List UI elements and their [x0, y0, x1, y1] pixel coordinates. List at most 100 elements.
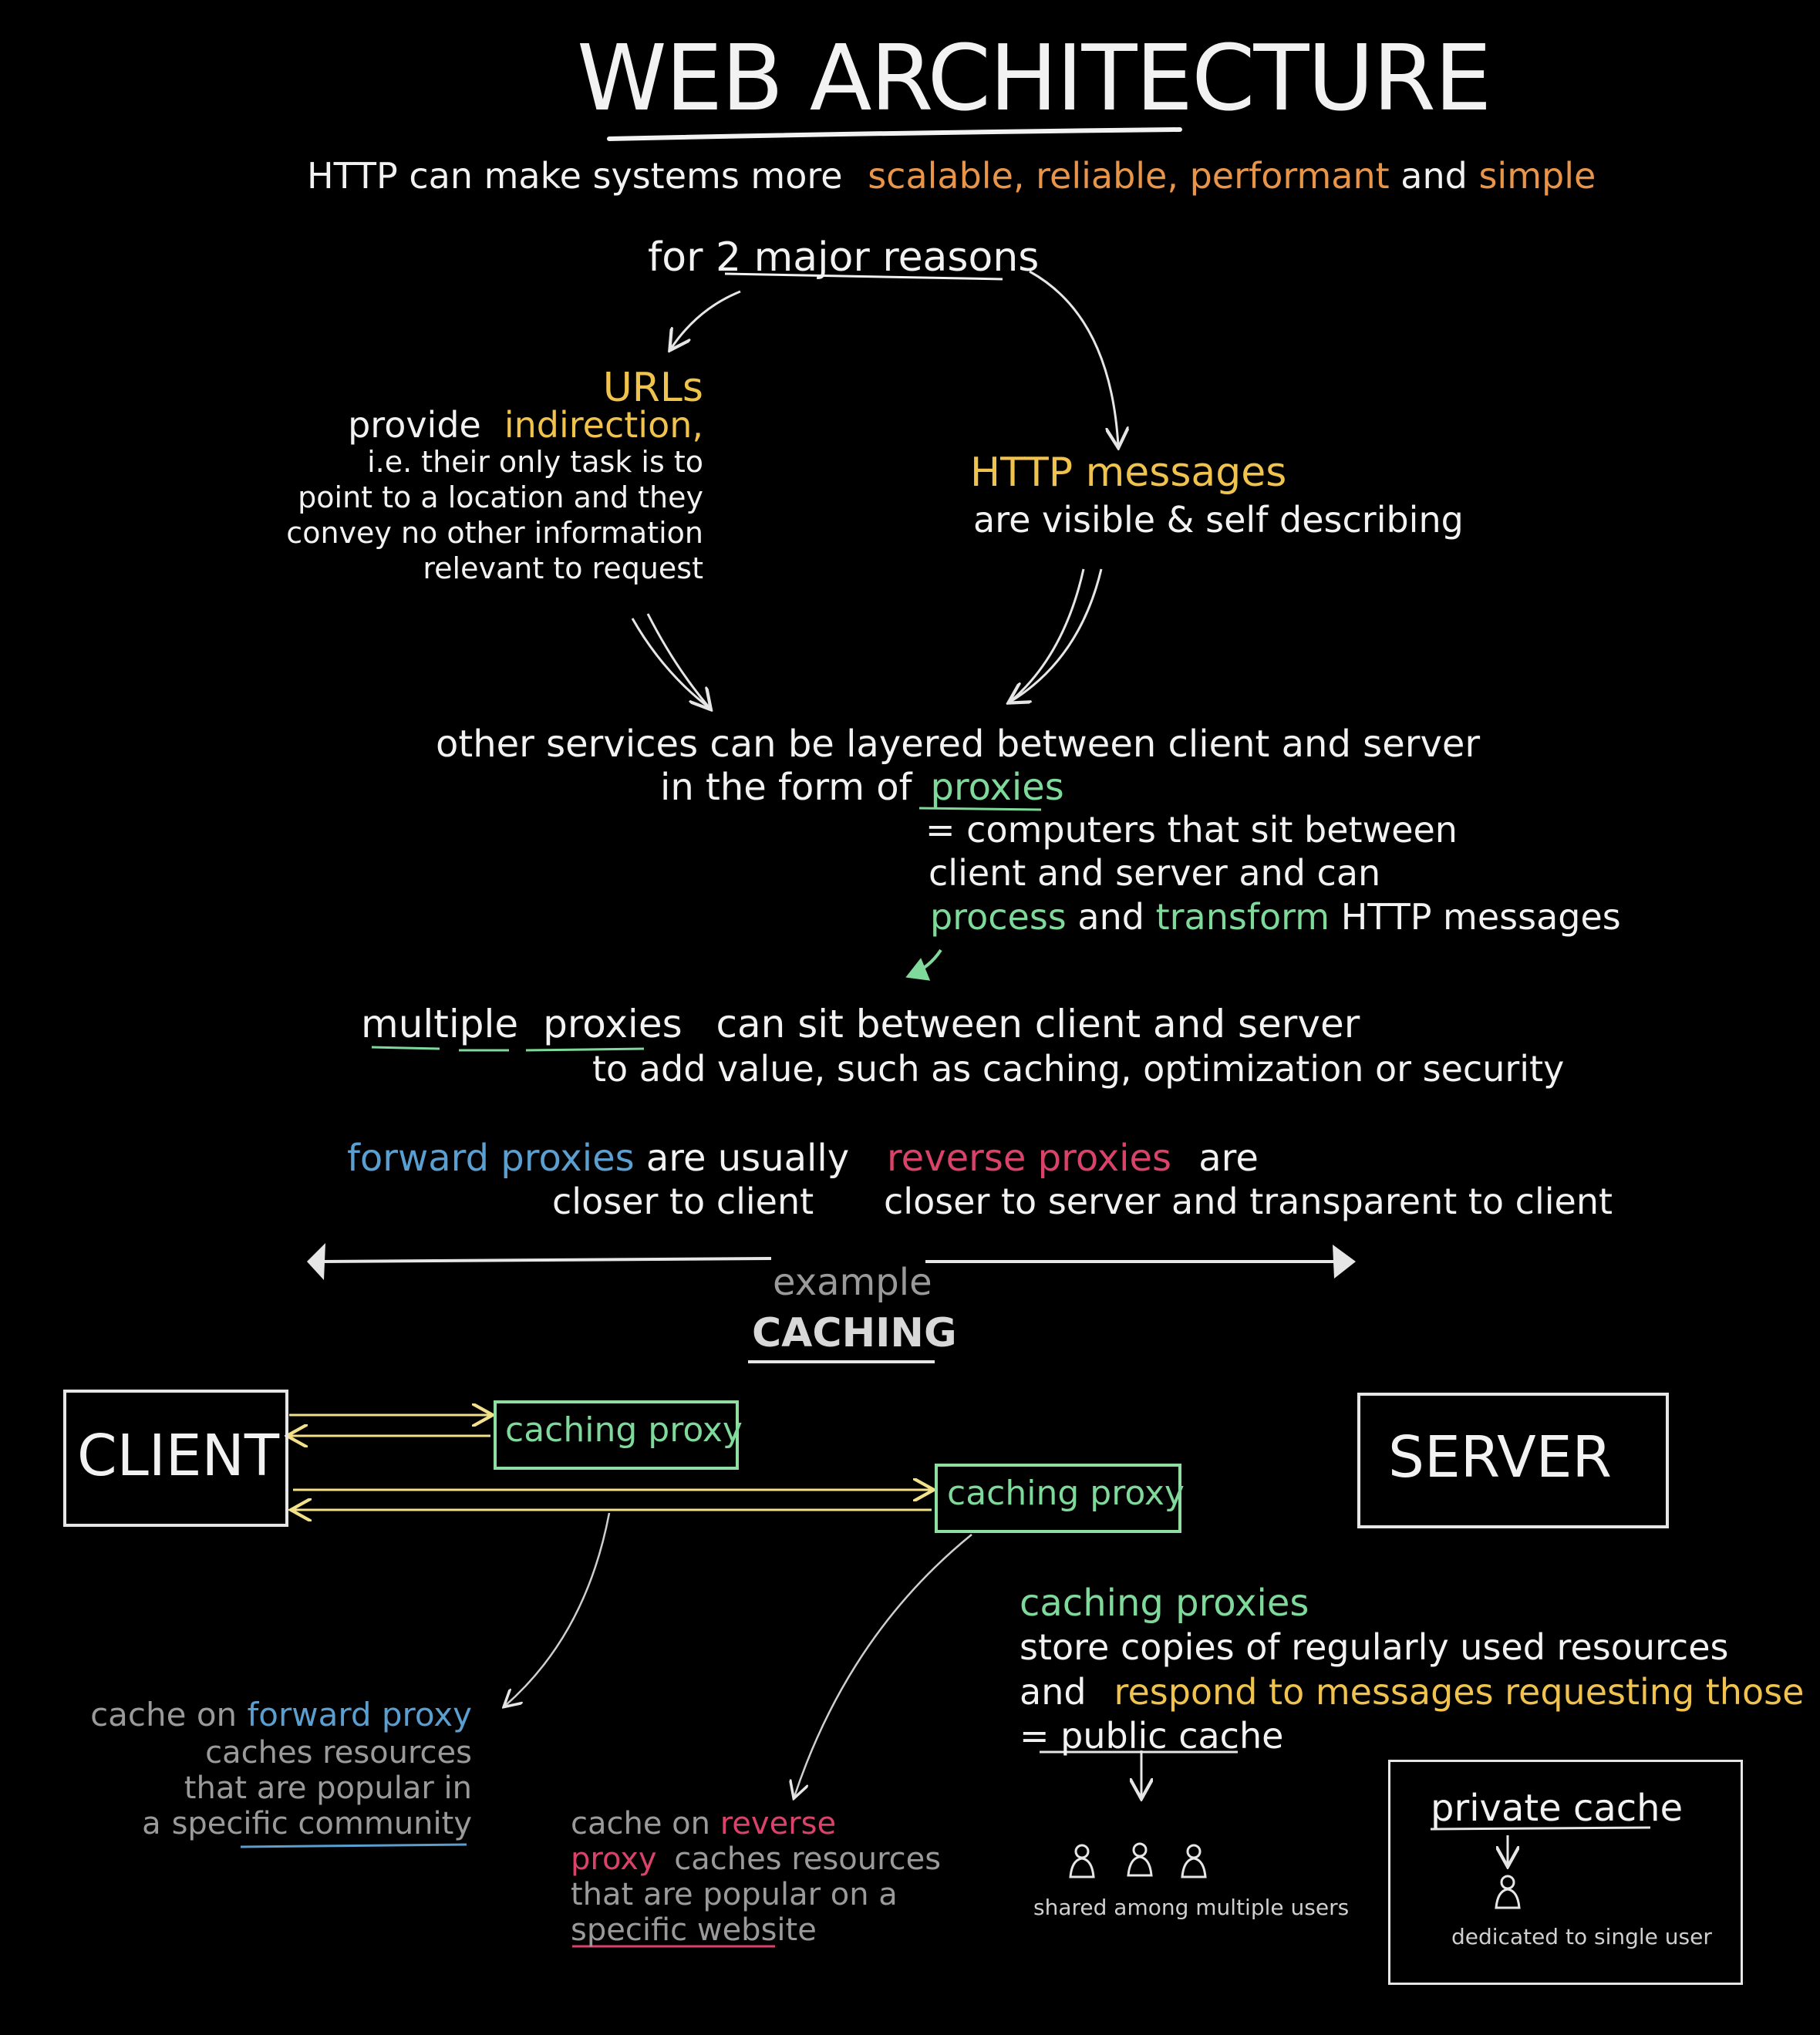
forward-note-line4: a specific community: [142, 1806, 472, 1841]
caching-proxies-line2: store copies of regularly used resources: [1020, 1626, 1729, 1668]
reverse-note-line1: cache on reverse: [571, 1806, 836, 1841]
reverse-note-cache-on: cache on: [571, 1806, 710, 1841]
private-cache-heading: private cache: [1431, 1787, 1684, 1830]
forward-note-forward-proxy: forward proxy: [247, 1696, 473, 1733]
caching-proxy-box-2: [935, 1464, 1181, 1533]
proxies2-underline: [525, 1047, 645, 1052]
intro-text: HTTP can make systems more: [307, 155, 843, 197]
user-icon: [1495, 1875, 1521, 1909]
urls-line4: convey no other information: [286, 516, 703, 550]
reasons-underline: [724, 272, 1003, 281]
multiple-line2: to add value, such as caching, optimizat…: [592, 1048, 1565, 1090]
example-name: CACHING: [752, 1310, 957, 1356]
arrow-to-multiple: [905, 948, 942, 981]
reasons-text: for 2 major reasons: [648, 234, 1040, 281]
services-and: and: [1077, 896, 1144, 938]
intro-and: and: [1400, 155, 1468, 197]
urls-line1: provide indirection,: [348, 405, 703, 446]
services-transform: transform: [1155, 896, 1330, 938]
multiple-underline: [371, 1046, 509, 1052]
server-box: [1357, 1393, 1669, 1528]
intro-line: HTTP can make systems more scalable, rel…: [307, 156, 1596, 197]
spectrum-line-left: [319, 1257, 772, 1263]
caching-proxy-label-1: caching proxy: [505, 1410, 743, 1450]
intro-simple: simple: [1478, 155, 1596, 197]
arrow-http-to-services-b: [1010, 568, 1103, 702]
arrow-to-urls: [671, 290, 741, 349]
caching-proxies-line3: and respond to messages requesting those: [1020, 1672, 1804, 1713]
public-cache-label: = public cache: [1020, 1715, 1284, 1757]
http-heading: HTTP messages: [970, 450, 1287, 496]
forward-proxies-label: forward proxies: [347, 1137, 635, 1180]
arrow-proxy1-to-forward-note: [505, 1512, 611, 1706]
client-label: CLIENT: [77, 1423, 280, 1489]
user-icon: [1127, 1842, 1153, 1877]
reverse-note-line3: that are popular on a: [571, 1877, 898, 1912]
services-proxies: proxies: [930, 766, 1064, 809]
services-form-of: in the form of: [660, 766, 912, 809]
shared-users-label: shared among multiple users: [1033, 1895, 1350, 1920]
services-process: process: [930, 896, 1067, 938]
services-line2: in the form of proxies: [660, 766, 1064, 809]
title-underline: [607, 127, 1182, 141]
proxies-underline: [918, 807, 1042, 811]
spectrum-head-right: [1333, 1245, 1356, 1279]
services-line5: process and transform HTTP messages: [930, 897, 1621, 938]
forward-note-a: a: [142, 1806, 161, 1841]
arrow-http-to-services-a: [1009, 568, 1085, 703]
forward-note-specific-community: specific community: [171, 1806, 472, 1841]
http-line: are visible & self describing: [973, 499, 1464, 541]
urls-heading: URLs: [602, 365, 703, 411]
multiple-line1: multiple proxies can sit between client …: [361, 1002, 1360, 1047]
forward-rest: are usually: [645, 1137, 850, 1180]
reverse-note-line4: specific website: [571, 1912, 817, 1948]
arrow-urls-to-services-b: [646, 613, 709, 708]
urls-line3: point to a location and they: [298, 480, 703, 514]
arrow-proxy2-to-reverse-note: [794, 1534, 972, 1797]
reverse-note-caches: caches resources: [674, 1841, 942, 1877]
private-cache-box: [1388, 1760, 1743, 1985]
user-icon: [1181, 1844, 1207, 1878]
reverse-line1: reverse proxies are: [887, 1137, 1259, 1180]
reverse-note-reverse: reverse: [720, 1806, 837, 1841]
forward-note-line1: cache on forward proxy: [90, 1696, 472, 1733]
urls-indirection: indirection,: [504, 404, 703, 446]
forward-line2: closer to client: [552, 1181, 814, 1222]
reverse-note-line2: proxy caches resources: [571, 1841, 941, 1877]
reverse-proxies-label: reverse proxies: [887, 1137, 1171, 1180]
forward-note-line3: that are popular in: [184, 1771, 472, 1806]
page-title: WEB ARCHITECTURE: [577, 25, 1491, 131]
server-label: SERVER: [1388, 1424, 1612, 1491]
caching-proxies-respond: respond to messages requesting those: [1114, 1671, 1805, 1713]
services-http-messages: HTTP messages: [1340, 896, 1621, 938]
caching-proxy-box-1: [494, 1400, 739, 1470]
urls-provide: provide: [348, 404, 481, 446]
reverse-rest: are: [1198, 1137, 1259, 1180]
specific-community-underline: [240, 1843, 467, 1848]
services-line3: = computers that sit between: [925, 809, 1458, 851]
spectrum-head-left: [307, 1243, 325, 1280]
urls-line2: i.e. their only task is to: [367, 445, 703, 479]
services-line1: other services can be layered between cl…: [436, 723, 1481, 766]
arrow-to-http: [1029, 270, 1118, 446]
caching-proxy-label-2: caching proxy: [947, 1474, 1185, 1513]
reverse-line2: closer to server and transparent to clie…: [884, 1181, 1613, 1222]
intro-qualities: scalable, reliable, performant: [868, 155, 1390, 197]
reverse-note-proxy: proxy: [571, 1841, 657, 1877]
client-box: [63, 1390, 288, 1527]
urls-line5: relevant to request: [423, 551, 703, 585]
example-label: example: [773, 1261, 932, 1304]
multiple-proxies-word: proxies: [543, 1002, 682, 1046]
caching-proxies-heading: caching proxies: [1020, 1582, 1309, 1625]
multiple-rest: can sit between client and server: [716, 1002, 1360, 1046]
multiple-word: multiple: [361, 1002, 519, 1046]
forward-note-cache-on: cache on: [90, 1696, 238, 1733]
forward-note-line2: caches resources: [205, 1735, 472, 1771]
private-cache-label: dedicated to single user: [1451, 1924, 1712, 1949]
private-underline: [1430, 1826, 1651, 1831]
caching-proxies-and: and: [1020, 1671, 1087, 1713]
user-icon: [1069, 1844, 1095, 1878]
forward-line1: forward proxies are usually: [347, 1137, 849, 1180]
services-line4: client and server and can: [929, 852, 1381, 894]
